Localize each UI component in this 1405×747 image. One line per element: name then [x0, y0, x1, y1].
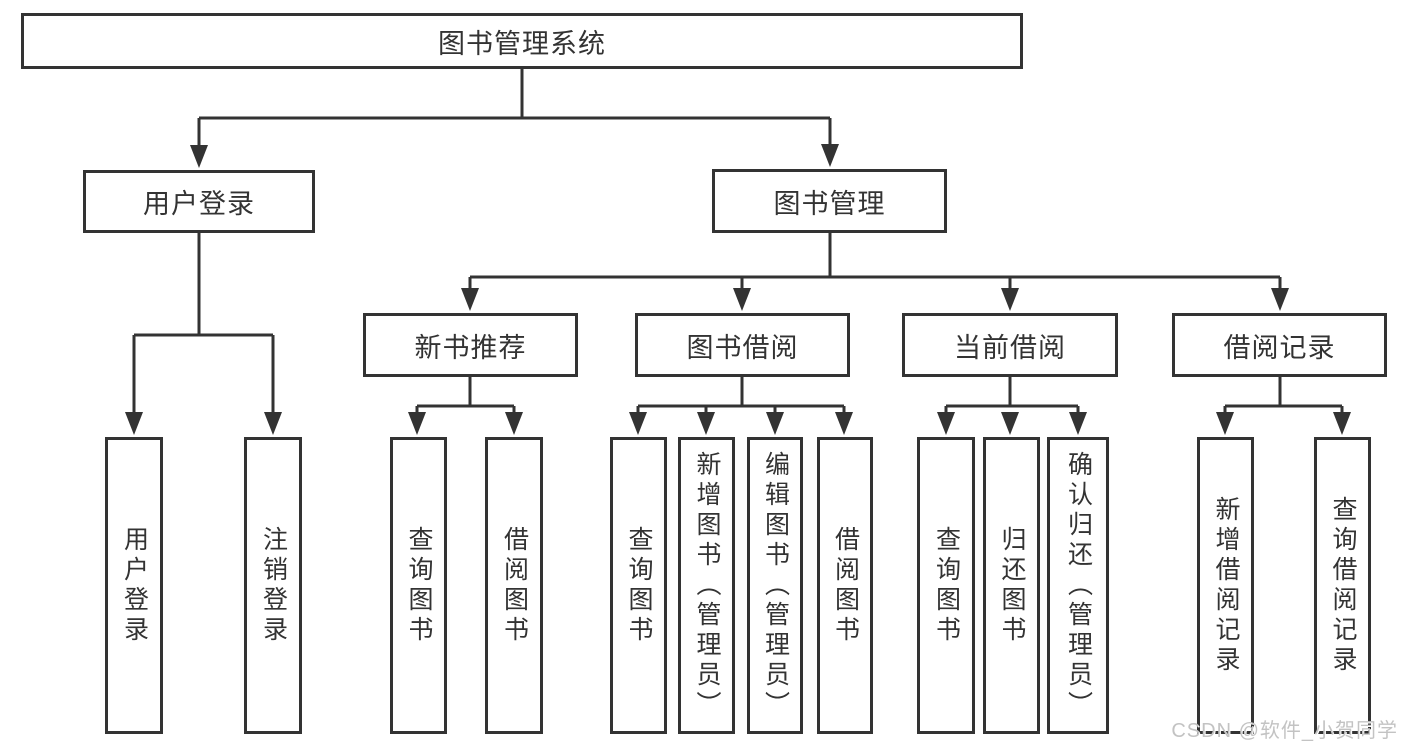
node-borrow-records: 借阅记录: [1172, 313, 1387, 377]
connector-new-book-recommend: [415, 377, 516, 416]
node-book-borrow: 图书借阅: [635, 313, 850, 377]
node-book-management-label: 图书管理: [773, 188, 886, 219]
node-root: 图书管理系统: [21, 13, 1023, 69]
leaf-query-borrow-record: 查询借阅记录: [1314, 437, 1371, 734]
leaf-borrow-books-label: 借阅图书: [831, 525, 860, 646]
leaf-query-books-recommend-label: 查询图书: [405, 525, 433, 646]
csdn-watermark: CSDN @软件_小贺同学: [1171, 720, 1398, 742]
leaf-query-borrow-record-label: 查询借阅记录: [1329, 495, 1357, 676]
connector-borrow-records: [1223, 377, 1344, 416]
node-new-book-recommend-label: 新书推荐: [414, 332, 527, 363]
leaf-confirm-return-admin-label: 确认归还（管理员）: [1064, 450, 1093, 721]
connector-root: [197, 69, 832, 150]
node-borrow-records-label: 借阅记录: [1223, 332, 1336, 363]
node-current-borrow-label: 当前借阅: [954, 332, 1066, 363]
leaf-query-books-borrow: 查询图书: [610, 437, 667, 734]
connector-current-borrow: [944, 377, 1080, 416]
leaf-edit-book-admin-label: 编辑图书（管理员）: [761, 450, 790, 721]
leaf-add-borrow-record-label: 新增借阅记录: [1212, 495, 1240, 676]
leaf-confirm-return-admin: 确认归还（管理员）: [1047, 437, 1109, 734]
leaf-borrow-books-recommend: 借阅图书: [485, 437, 543, 734]
connector-book-borrow: [636, 377, 846, 416]
leaf-query-books-borrow-label: 查询图书: [625, 525, 653, 646]
leaf-add-book-admin: 新增图书（管理员）: [678, 437, 735, 734]
connector-book-management: [468, 233, 1282, 292]
leaf-user-login: 用户登录: [105, 437, 163, 734]
leaf-query-books-recommend: 查询图书: [390, 437, 447, 734]
leaf-query-books-current-label: 查询图书: [932, 525, 961, 646]
node-book-borrow-label: 图书借阅: [686, 332, 799, 363]
leaf-add-borrow-record: 新增借阅记录: [1197, 437, 1254, 734]
leaf-return-book: 归还图书: [983, 437, 1040, 734]
node-user-login-label: 用户登录: [143, 189, 255, 219]
leaf-logout-label: 注销登录: [259, 525, 288, 646]
node-current-borrow: 当前借阅: [902, 313, 1118, 377]
leaf-user-login-label: 用户登录: [120, 525, 149, 646]
connector-user-login: [132, 233, 275, 416]
leaf-return-book-label: 归还图书: [998, 525, 1026, 646]
leaf-borrow-books-recommend-label: 借阅图书: [500, 525, 529, 646]
arrowheads: [125, 144, 1351, 435]
leaf-logout: 注销登录: [244, 437, 302, 734]
node-new-book-recommend: 新书推荐: [363, 313, 578, 377]
node-root-label: 图书管理系统: [438, 28, 606, 59]
leaf-query-books-current: 查询图书: [917, 437, 975, 734]
leaf-borrow-books: 借阅图书: [817, 437, 873, 734]
node-book-management: 图书管理: [712, 169, 947, 233]
node-user-login: 用户登录: [83, 170, 315, 233]
leaf-edit-book-admin: 编辑图书（管理员）: [747, 437, 803, 734]
leaf-add-book-admin-label: 新增图书（管理员）: [693, 450, 721, 721]
